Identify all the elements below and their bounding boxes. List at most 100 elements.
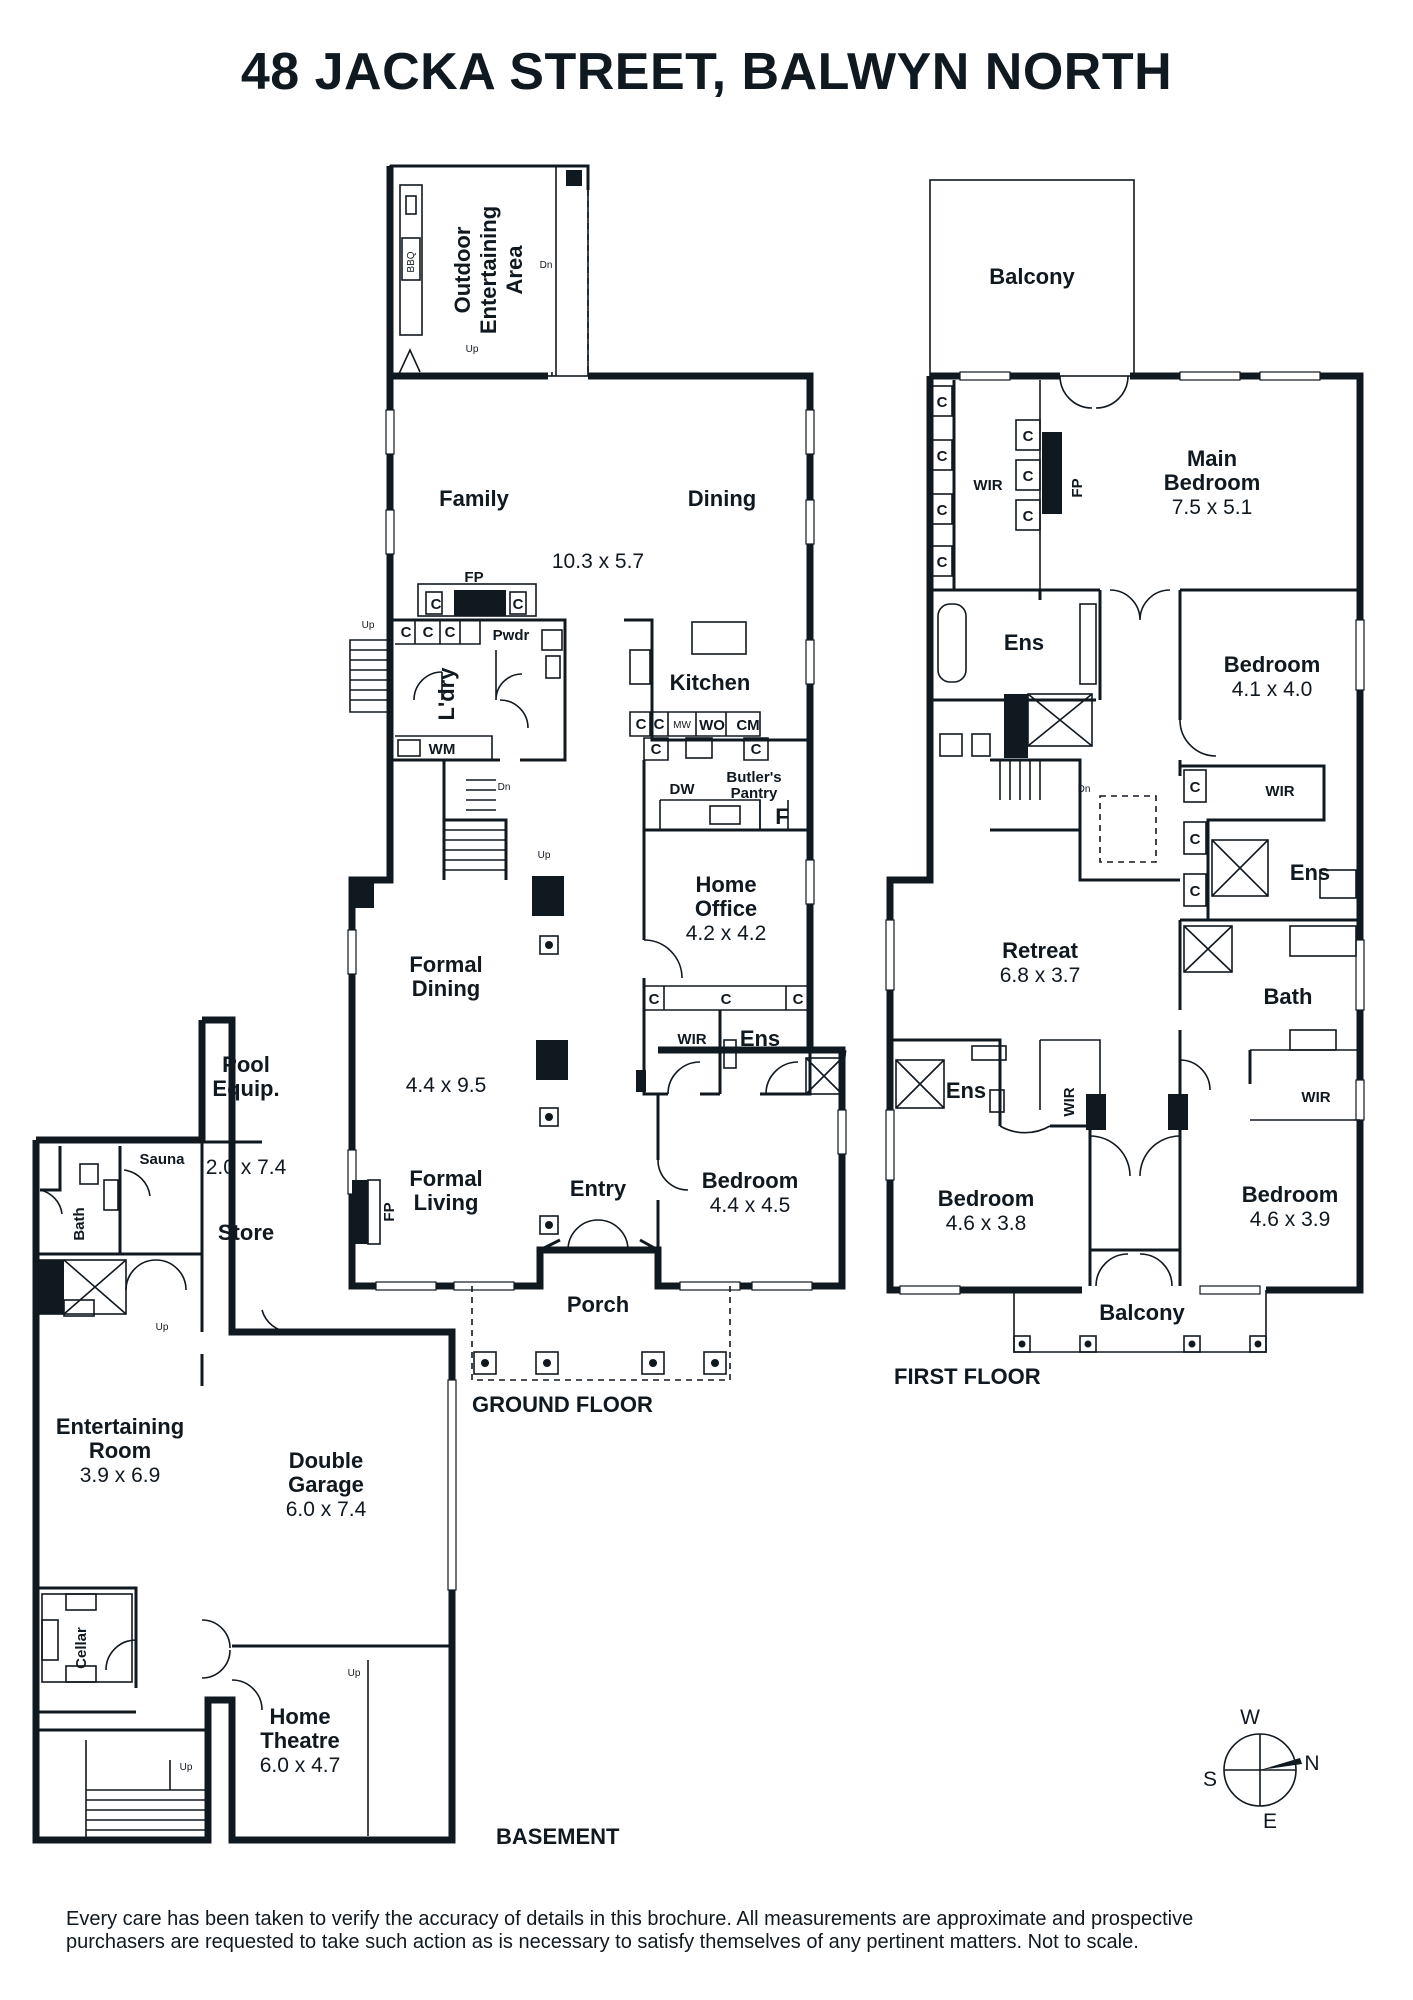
main-bedroom-label-1: Main	[1187, 446, 1237, 471]
compass-east: E	[1263, 1810, 1277, 1833]
page-title: 48 JACKA STREET, BALWYN NORTH	[240, 43, 1173, 101]
basement-plan	[32, 1016, 457, 1844]
bedroom-size-se: 4.6 x 3.9	[1250, 1208, 1331, 1231]
wir-label-se: WIR	[1301, 1089, 1330, 1106]
stair-up-label-basement: Up	[156, 1322, 169, 1333]
stair-down-label: Dn	[540, 260, 553, 271]
cupboard-label: C	[513, 596, 524, 613]
cupboard-label: C	[423, 624, 434, 641]
cupboard-label: C	[1023, 428, 1034, 445]
first-floor-plan	[885, 179, 1365, 1353]
cupboard-label: C	[1190, 779, 1201, 796]
sauna-label: Sauna	[139, 1151, 185, 1168]
cupboard-label: C	[1190, 831, 1201, 848]
garage-size: 6.0 x 7.4	[286, 1498, 367, 1521]
formal-living-label-2: Living	[414, 1190, 479, 1215]
cupboard-label: C	[751, 741, 762, 758]
kitchen-label: Kitchen	[670, 670, 751, 695]
main-bedroom-label-2: Bedroom	[1164, 470, 1261, 495]
room-labels: Outdoor Entertaining Area BBQ Dn Up Fami…	[56, 206, 1338, 1849]
family-dining-size: 10.3 x 5.7	[552, 550, 644, 573]
main-bedroom-size: 7.5 x 5.1	[1172, 496, 1253, 519]
powder-label: Pwdr	[493, 627, 530, 644]
ensuite-label-ne: Ens	[1290, 860, 1330, 885]
dishwasher-label: DW	[670, 781, 696, 798]
disclaimer-line-1: Every care has been taken to verify the …	[66, 1908, 1194, 1930]
bedroom-size-sw: 4.6 x 3.8	[946, 1212, 1027, 1235]
stair-down-label-ff: Dn	[1078, 784, 1091, 795]
home-office-size: 4.2 x 4.2	[686, 922, 767, 945]
wir-label-gf: WIR	[677, 1031, 706, 1048]
cupboard-label: C	[651, 741, 662, 758]
porch-label: Porch	[567, 1292, 629, 1317]
bedroom-label-se: Bedroom	[1242, 1182, 1339, 1207]
microwave-label: MW	[673, 720, 691, 731]
bbq-label: BBQ	[406, 251, 417, 272]
cupboard-label: C	[937, 554, 948, 571]
retreat-label: Retreat	[1002, 938, 1078, 963]
wall-oven-label: WO	[699, 717, 725, 734]
retreat-size: 6.8 x 3.7	[1000, 964, 1081, 987]
stair-up-label-cellar: Up	[180, 1762, 193, 1773]
bedroom-label-sw: Bedroom	[938, 1186, 1035, 1211]
butlers-pantry-label-1: Butler's	[726, 769, 781, 786]
outdoor-label-1: Outdoor	[450, 226, 475, 313]
pool-equip-size: 2.0 x 7.4	[206, 1156, 287, 1179]
stair-up-label-theatre: Up	[348, 1668, 361, 1679]
stair-down-label-gf: Dn	[498, 782, 511, 793]
cupboard-label: C	[636, 716, 647, 733]
wir-label-sw: WIR	[1061, 1087, 1078, 1116]
cupboard-label: C	[649, 991, 660, 1008]
fireplace-label: FP	[464, 569, 483, 586]
compass-south: S	[1203, 1768, 1217, 1791]
formal-living-label-1: Formal	[409, 1166, 482, 1191]
cupboard-label: C	[1023, 468, 1034, 485]
home-office-label-2: Office	[695, 896, 757, 921]
theatre-label-2: Theatre	[260, 1728, 339, 1753]
store-label: Store	[218, 1220, 274, 1245]
pool-equip-label-2: Equip.	[212, 1076, 279, 1101]
shower-label: S	[1013, 700, 1020, 711]
cupboard-label: C	[1190, 883, 1201, 900]
compass-west: W	[1240, 1706, 1260, 1729]
cellar-label: Cellar	[73, 1627, 90, 1669]
garage-label-2: Garage	[288, 1472, 364, 1497]
compass-north: N	[1304, 1752, 1319, 1775]
disclaimer-line-2: purchasers are requested to take such ac…	[66, 1931, 1139, 1953]
butlers-pantry-label-2: Pantry	[731, 785, 778, 802]
gf-bedroom-label: Bedroom	[702, 1168, 799, 1193]
outdoor-label-2: Entertaining	[476, 206, 501, 334]
theatre-label-1: Home	[269, 1704, 330, 1729]
stair-up-label-gf: Up	[362, 620, 375, 631]
balcony-front-label: Balcony	[1099, 1300, 1185, 1325]
entry-label: Entry	[570, 1176, 627, 1201]
cupboard-label: C	[721, 991, 732, 1008]
formal-dining-label-1: Formal	[409, 952, 482, 977]
cupboard-label: C	[937, 394, 948, 411]
ground-floor-plan	[347, 164, 847, 1381]
laundry-label: L'dry	[434, 667, 459, 721]
cupboard-label: C	[401, 624, 412, 641]
basement-label: BASEMENT	[496, 1824, 620, 1849]
fridge-label: F	[775, 804, 788, 829]
bath-label-ff: Bath	[1264, 984, 1313, 1009]
formal-size: 4.4 x 9.5	[406, 1074, 487, 1097]
stair-up-label-gf-2: Up	[538, 850, 551, 861]
compass: W N E S	[1203, 1706, 1320, 1833]
gf-bedroom-size: 4.4 x 4.5	[710, 1194, 791, 1217]
stair-up-label: Up	[466, 344, 479, 355]
fireplace-label-formal: FP	[381, 1202, 398, 1221]
bedroom-label-ne: Bedroom	[1224, 652, 1321, 677]
washing-machine-label: WM	[429, 741, 456, 758]
coffee-machine-label: CM	[736, 717, 759, 734]
main-ensuite-label: Ens	[1004, 630, 1044, 655]
compass-needle-icon	[1260, 1758, 1302, 1770]
ground-floor-label: GROUND FLOOR	[472, 1392, 653, 1417]
bedroom-size-ne: 4.1 x 4.0	[1232, 678, 1313, 701]
entertaining-label-1: Entertaining	[56, 1414, 184, 1439]
wir-label-main: WIR	[973, 477, 1002, 494]
cupboard-label: C	[793, 991, 804, 1008]
balcony-rear-label: Balcony	[989, 264, 1075, 289]
theatre-size: 6.0 x 4.7	[260, 1754, 341, 1777]
